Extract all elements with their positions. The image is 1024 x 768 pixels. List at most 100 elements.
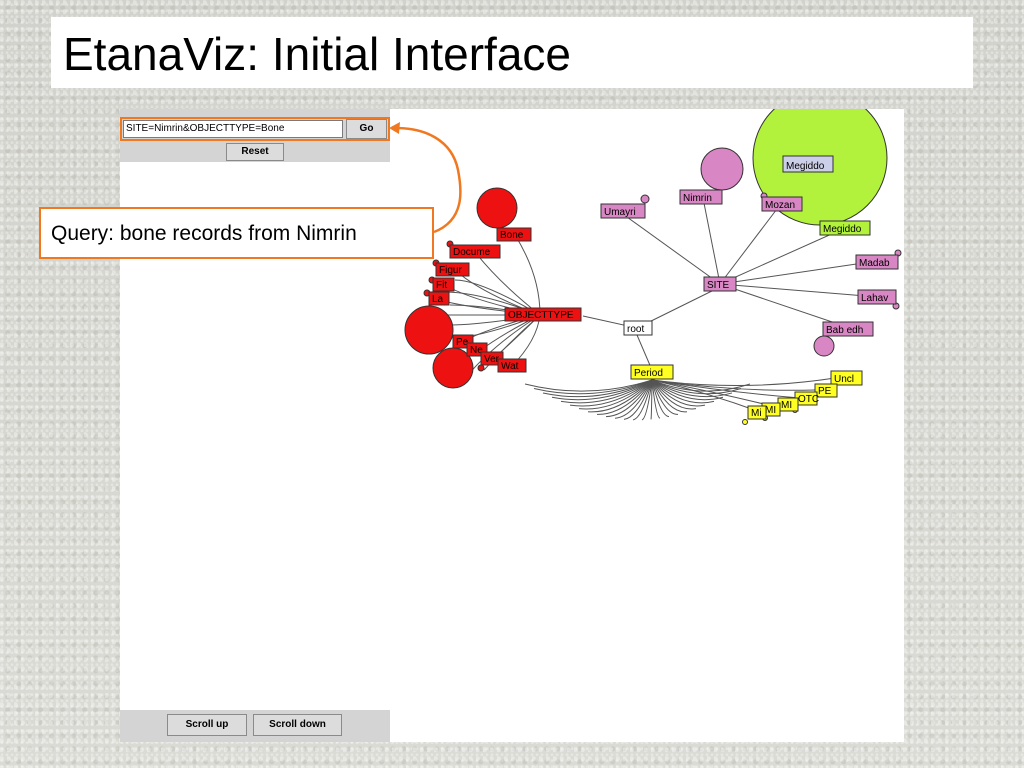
period-branch	[651, 379, 661, 419]
site-node-umayri[interactable]	[600, 203, 646, 219]
site-branch	[719, 261, 871, 285]
period-node-pe-label: PE	[818, 386, 832, 397]
site-node-megiddo[interactable]	[819, 220, 871, 236]
period-node-uncl[interactable]	[830, 370, 863, 386]
period-branch	[542, 379, 653, 398]
period-branch	[651, 379, 697, 410]
site-hub-node[interactable]	[703, 276, 737, 292]
site-node-mozan[interactable]	[761, 196, 803, 212]
objecttype-node-bone-label: Bone	[500, 230, 524, 241]
period-node-mi-3[interactable]	[747, 405, 767, 420]
site-branch	[719, 227, 846, 285]
objecttype-hub-node[interactable]	[504, 307, 582, 322]
site-node-megiddo-label: Megiddo	[823, 224, 862, 235]
objecttype-node-la[interactable]	[428, 291, 450, 306]
period-branch	[650, 379, 653, 420]
period-hub-node[interactable]	[630, 364, 674, 380]
period-branch	[587, 379, 653, 413]
site-node-lahav-label: Lahav	[861, 293, 888, 304]
site-node-lahav[interactable]	[857, 289, 897, 305]
site-hub-node-label: SITE	[707, 280, 730, 291]
period-node-mi-2-label: MI	[765, 405, 776, 416]
objecttype-node-figur[interactable]	[435, 262, 470, 277]
objecttype-branch	[514, 234, 541, 316]
root-node[interactable]	[623, 320, 653, 336]
site-branch	[702, 197, 721, 285]
period-node-pe[interactable]	[814, 383, 838, 398]
site-node-umayri-label: Umayri	[604, 207, 636, 218]
period-node-otc-label: OTC	[798, 394, 819, 405]
site-branch	[719, 204, 781, 285]
site-branch	[719, 283, 879, 298]
scroll-down-button[interactable]: Scroll down	[253, 714, 342, 736]
period-node-mi-3-label: Mi	[751, 408, 762, 419]
period-branch	[651, 379, 715, 404]
scroll-up-button[interactable]: Scroll up	[167, 714, 247, 736]
callout-arrow	[395, 126, 462, 234]
period-branch	[651, 379, 706, 407]
query-callout: Query: bone records from Nimrin	[39, 207, 434, 259]
period-branch	[605, 379, 653, 418]
period-branch	[578, 379, 653, 410]
period-branch	[623, 379, 653, 420]
objecttype-node-wat-label: Wat	[501, 361, 519, 372]
site-node-madab[interactable]	[855, 254, 899, 270]
period-branch	[651, 379, 679, 415]
period-node-uncl-label: Uncl	[834, 374, 854, 385]
root-period-link	[636, 334, 653, 371]
reset-button[interactable]: Reset	[226, 143, 284, 161]
root-node-label: root	[627, 324, 644, 335]
period-hub-node-label: Period	[634, 368, 663, 379]
objecttype-node-la-label: La	[432, 294, 444, 305]
objecttype-node-docume-label: Docume	[453, 247, 491, 258]
objecttype-node-figur-label: Figur	[439, 265, 462, 276]
objecttype-node-ne-label: Ne	[470, 345, 483, 356]
objecttype-node-ver-label: Ver	[484, 354, 500, 365]
objecttype-hub-node-label: OBJECTTYPE	[508, 310, 574, 321]
site-node-madab-label: Madab	[859, 258, 890, 269]
period-dot	[742, 419, 748, 425]
period-branch	[596, 379, 653, 415]
objecttype-node-fit-label: Fit	[436, 280, 447, 291]
query-input[interactable]: SITE=Nimrin&OBJECTTYPE=Bone	[123, 120, 343, 138]
period-branch	[524, 379, 653, 392]
callout-text: Query: bone records from Nimrin	[51, 222, 357, 245]
period-branch	[651, 379, 751, 392]
radial-tree-graph: MegiddoUmayriNimrinMozanMegiddoMadabLaha…	[404, 109, 902, 425]
megiddo-inner-node[interactable]	[782, 155, 834, 173]
go-button[interactable]: Go	[346, 119, 387, 139]
period-branch	[614, 379, 653, 419]
slide-title-box: EtanaViz: Initial Interface	[51, 17, 973, 88]
slide-title: EtanaViz: Initial Interface	[63, 28, 571, 80]
objecttype-node-pe-label: Pe	[456, 337, 469, 348]
objecttype-node-docume[interactable]	[449, 244, 501, 259]
period-branch	[651, 379, 724, 401]
site-node-mozan-label: Mozan	[765, 200, 795, 211]
objecttype-node-bone[interactable]	[496, 227, 532, 242]
site-node-nimrin[interactable]	[679, 189, 723, 205]
period-branch	[560, 379, 653, 404]
period-branch-labeled	[651, 377, 836, 387]
objecttype-node-fit[interactable]	[432, 277, 455, 292]
megiddo-inner-node-label: Megiddo	[786, 161, 825, 172]
scroll-toolbar: Scroll up Scroll down	[120, 710, 390, 742]
objecttype-node-wat[interactable]	[497, 358, 527, 373]
site-node-bab-edh[interactable]	[822, 321, 874, 337]
site-branch	[719, 283, 851, 329]
callout-arrowhead-icon	[389, 122, 400, 134]
period-branch	[632, 379, 653, 421]
period-node-mi-1-label: MI	[781, 400, 792, 411]
period-branch	[533, 379, 653, 395]
site-branch	[619, 211, 721, 285]
period-branch	[641, 379, 653, 421]
period-branch	[651, 379, 688, 413]
period-branch	[651, 379, 670, 418]
site-node-bab-edh-label: Bab edh	[826, 325, 863, 336]
objecttype-bubble-large	[404, 305, 454, 355]
umayri-dot	[640, 194, 650, 204]
period-branch	[551, 379, 653, 401]
site-node-nimrin-label: Nimrin	[683, 193, 712, 204]
period-branch	[569, 379, 653, 407]
